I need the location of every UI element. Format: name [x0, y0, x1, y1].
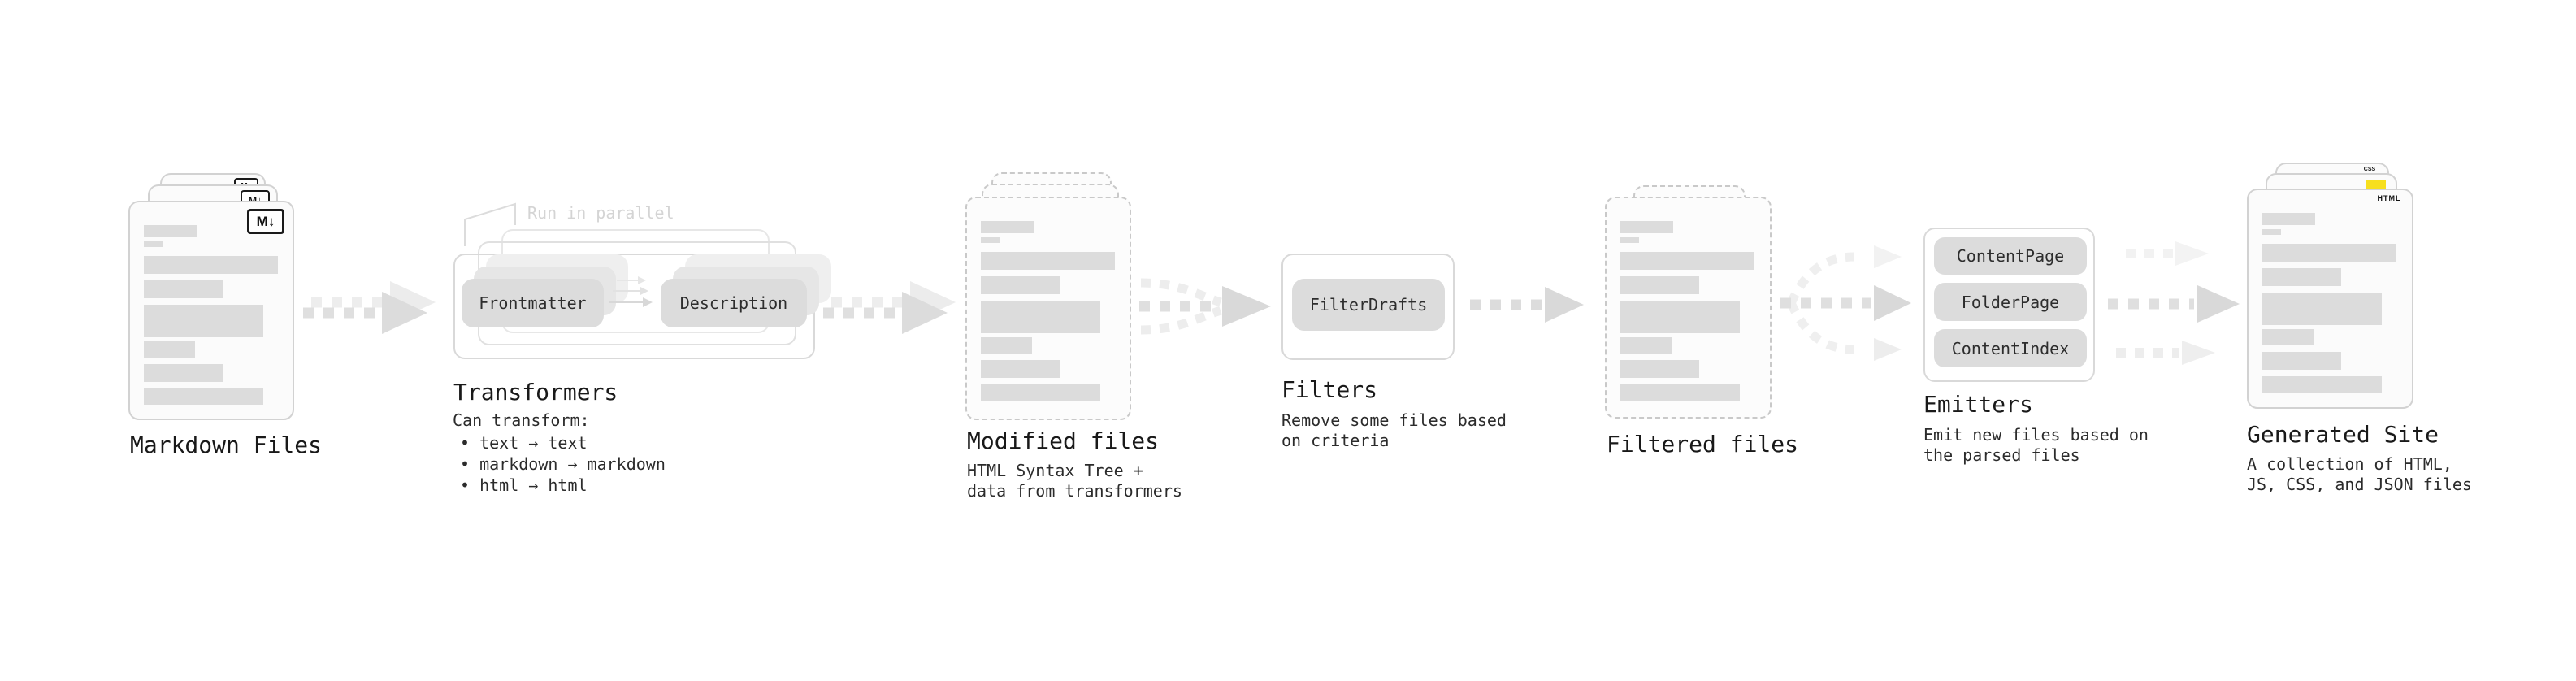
arrow-modified-to-filters-converge — [1139, 278, 1271, 335]
arrow-markdown-to-transformers — [303, 281, 436, 334]
arrow-transformers-to-modified — [823, 281, 956, 334]
modified-files-desc-line: HTML Syntax Tree + — [967, 461, 1143, 480]
transformers-desc-heading: Can transform: — [453, 410, 590, 430]
transformers-bullet: • html → html — [460, 475, 588, 495]
stage-title-emitters: Emitters — [1923, 391, 2033, 418]
run-in-parallel-callout-line — [464, 202, 516, 246]
emitter-pill-contentpage: ContentPage — [1934, 237, 2087, 275]
html5-icon: HTML 5 — [2377, 194, 2401, 219]
transformer-pill-description: Description — [661, 279, 807, 327]
filtered-file-doc-front — [1605, 197, 1772, 419]
modified-files-stack — [965, 172, 1144, 424]
run-in-parallel-label: Run in parallel — [527, 203, 674, 223]
generated-site-desc-line: JS, CSS, and JSON files — [2247, 475, 2472, 494]
emitter-pill-contentindex: ContentIndex — [1934, 329, 2087, 367]
transformers-bullet: • markdown → markdown — [460, 454, 666, 474]
generated-site-desc-line: A collection of HTML, — [2247, 454, 2452, 474]
modified-file-doc-front — [965, 197, 1131, 420]
modified-files-desc-line: data from transformers — [967, 481, 1182, 501]
emitters-desc-line: the parsed files — [1923, 445, 2080, 465]
markdown-file-doc-front: M↓ — [128, 201, 294, 420]
generated-doc-html: HTML 5 — [2247, 189, 2413, 409]
stage-title-generated-site: Generated Site — [2247, 421, 2439, 448]
stage-title-filters: Filters — [1281, 376, 1378, 403]
stage-title-markdown-files: Markdown Files — [130, 432, 323, 458]
arrow-filtered-to-emitters-diverge — [1780, 245, 1911, 361]
transformers-bullet: • text → text — [460, 433, 588, 453]
arrow-filters-to-filtered — [1470, 287, 1584, 323]
generated-site-stack: CSS HTML 5 — [2247, 163, 2426, 414]
transformer-pill-frontmatter: Frontmatter — [462, 279, 604, 327]
markdown-icon: M↓ — [247, 209, 284, 234]
filtered-files-stack — [1605, 185, 1784, 425]
emitter-pill-folderpage: FolderPage — [1934, 283, 2087, 321]
filter-pill-filterdrafts: FilterDrafts — [1292, 279, 1445, 331]
stage-title-transformers: Transformers — [453, 379, 618, 406]
stage-title-modified-files: Modified files — [967, 427, 1160, 454]
arrow-emitters-to-generated — [2108, 241, 2240, 365]
emitters-desc-line: Emit new files based on — [1923, 425, 2149, 445]
markdown-files-stack: M↓ M↓ M↓ — [128, 173, 307, 425]
stage-title-filtered-files: Filtered files — [1607, 431, 1799, 458]
parallel-flow-arrows-icon — [609, 276, 653, 307]
filters-desc-line: Remove some files based — [1281, 410, 1507, 430]
filters-desc-line: on criteria — [1281, 431, 1390, 450]
